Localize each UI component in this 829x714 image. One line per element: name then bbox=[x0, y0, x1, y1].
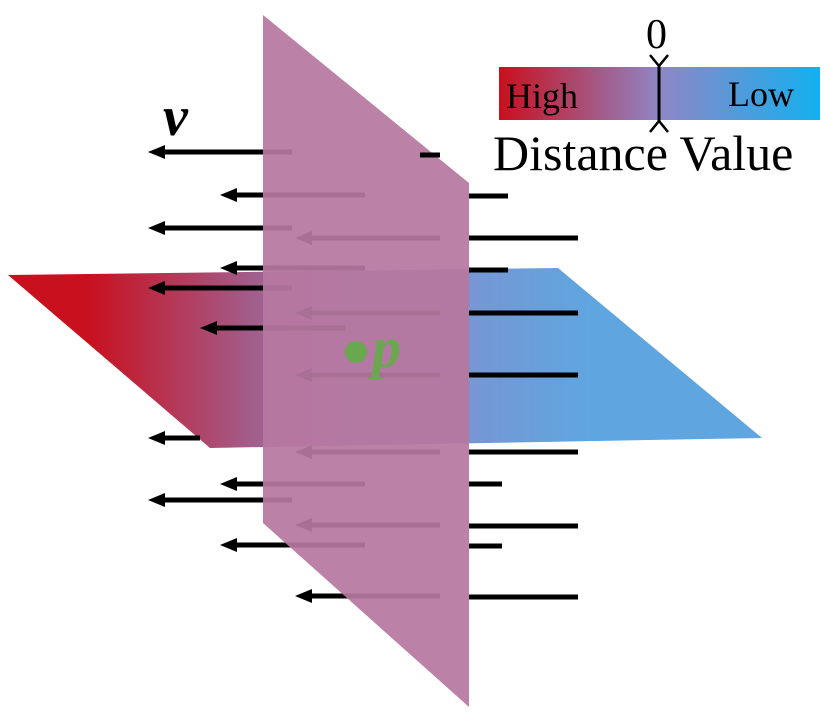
vector-label: v bbox=[163, 86, 189, 148]
arrow-head bbox=[220, 477, 237, 491]
legend-zero-top-tick bbox=[649, 54, 669, 68]
arrow-head bbox=[148, 431, 165, 445]
legend-title: Distance Value bbox=[493, 125, 793, 181]
arrow-head bbox=[220, 261, 237, 275]
arrow-head bbox=[295, 589, 312, 603]
arrow-head bbox=[200, 321, 217, 335]
legend-zero-bottom-tick bbox=[649, 119, 669, 133]
point-label: p bbox=[367, 315, 401, 380]
legend-low-label: Low bbox=[728, 74, 794, 114]
legend: High Low 0 Distance Value bbox=[493, 12, 820, 181]
arrow-head bbox=[148, 493, 165, 507]
legend-zero-label: 0 bbox=[646, 12, 667, 58]
arrow-head bbox=[220, 188, 237, 202]
point-p-dot bbox=[345, 341, 367, 363]
legend-high-label: High bbox=[506, 76, 578, 116]
arrow-head bbox=[148, 281, 165, 295]
arrow-head bbox=[148, 145, 165, 159]
field-arrows-right bbox=[420, 152, 578, 600]
arrow-head bbox=[148, 221, 165, 235]
arrow-head bbox=[220, 538, 237, 552]
vertical-plane bbox=[263, 15, 469, 707]
